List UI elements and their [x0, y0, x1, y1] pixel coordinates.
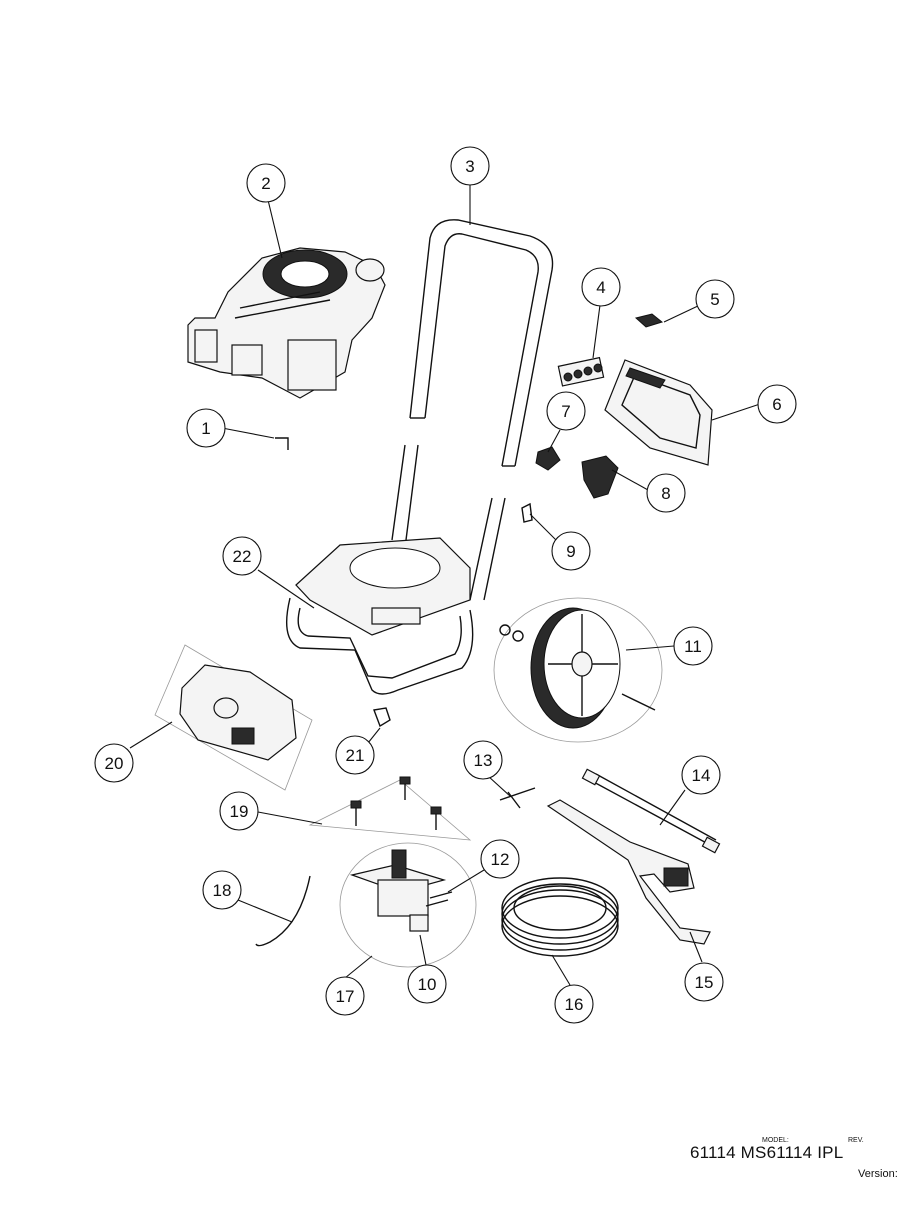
frame-illustration — [286, 444, 506, 695]
gun-holder-illustration — [581, 455, 619, 499]
wand-illustration — [581, 768, 721, 854]
callout-11: 11 — [673, 626, 713, 666]
leader-12 — [447, 869, 485, 893]
callout-number: 14 — [692, 766, 711, 785]
callout-8: 8 — [646, 473, 686, 513]
callout-number: 15 — [695, 973, 714, 992]
engine-illustration — [187, 247, 386, 399]
leader-1 — [221, 427, 275, 439]
callout-5: 5 — [695, 279, 735, 319]
document-id: 61114 MS61114 IPL — [690, 1143, 844, 1162]
leader-lines — [129, 185, 761, 986]
callout-number: 6 — [772, 395, 781, 414]
spray-gun-illustration — [546, 799, 711, 945]
nozzle-clip-illustration — [634, 313, 664, 328]
leader-5 — [663, 304, 701, 323]
callout-15: 15 — [684, 962, 724, 1002]
callout-18: 18 — [202, 870, 242, 910]
callout-6: 6 — [757, 384, 797, 424]
callout-number: 13 — [474, 751, 493, 770]
callout-14: 14 — [681, 755, 721, 795]
leader-20 — [129, 721, 173, 749]
callout-number: 22 — [233, 547, 252, 566]
leader-14 — [659, 789, 686, 826]
pump-bolts-illustration — [308, 776, 472, 841]
callout-4: 4 — [581, 267, 621, 307]
callout-20: 20 — [94, 743, 134, 783]
detergent-tube-illustration — [255, 875, 311, 947]
pump-illustration — [339, 842, 477, 968]
leader-8 — [611, 469, 649, 491]
callout-number: 11 — [684, 637, 702, 656]
handle-knob-illustration — [535, 446, 561, 471]
hose-hook-illustration — [521, 502, 533, 523]
callout-13: 13 — [463, 740, 503, 780]
leader-22 — [257, 569, 315, 609]
callout-1: 1 — [186, 408, 226, 448]
engine-cover-illustration — [154, 644, 313, 791]
leader-13 — [487, 775, 511, 797]
callout-number: 9 — [566, 542, 575, 561]
callout-number: 8 — [661, 484, 670, 503]
callout-7: 7 — [546, 391, 586, 431]
callout-number: 20 — [105, 754, 124, 773]
leader-18 — [237, 899, 293, 923]
rev-label: REV. — [848, 1137, 864, 1144]
leader-4 — [592, 304, 601, 359]
model-label: MODEL: — [762, 1137, 789, 1144]
nozzle-holder-illustration — [604, 359, 713, 466]
nozzle-cleaner-illustration — [499, 787, 536, 809]
callout-16: 16 — [554, 984, 594, 1024]
nozzle-set-illustration — [557, 356, 605, 387]
version-label: Version: — [858, 1168, 898, 1180]
callout-number: 3 — [465, 157, 474, 176]
leader-7 — [547, 429, 561, 453]
leader-2 — [267, 199, 283, 259]
leader-10 — [419, 934, 427, 966]
callout-3: 3 — [450, 146, 490, 186]
handle-illustration — [409, 219, 554, 467]
callout-number: 7 — [561, 402, 570, 421]
callout-10: 10 — [407, 964, 447, 1004]
leader-15 — [689, 931, 703, 963]
callout-2: 2 — [246, 163, 286, 203]
leader-16 — [551, 954, 571, 986]
callout-19: 19 — [219, 791, 259, 831]
callout-17: 17 — [325, 976, 365, 1016]
clip-illustration — [373, 707, 391, 728]
callout-number: 12 — [491, 850, 510, 869]
callout-number: 19 — [230, 802, 249, 821]
callouts: 1 2 3 4 5 6 7 8 — [94, 146, 797, 1024]
callout-number: 4 — [596, 278, 605, 297]
callout-number: 16 — [565, 995, 584, 1014]
callout-number: 17 — [336, 987, 355, 1006]
callout-number: 5 — [710, 290, 719, 309]
callout-12: 12 — [480, 839, 520, 879]
leader-17 — [344, 955, 373, 979]
wheel-kit-illustration — [493, 597, 663, 743]
hose-illustration — [501, 877, 619, 957]
callout-number: 1 — [201, 419, 210, 438]
leader-19 — [257, 811, 323, 825]
leader-11 — [625, 645, 675, 651]
callout-number: 10 — [418, 975, 437, 994]
leader-9 — [529, 513, 557, 541]
callout-number: 2 — [261, 174, 270, 193]
leader-6 — [711, 403, 761, 421]
callout-number: 21 — [346, 746, 365, 765]
callout-22: 22 — [222, 536, 262, 576]
leader-21 — [367, 727, 381, 744]
callout-number: 18 — [213, 881, 232, 900]
engine-key-illustration — [275, 437, 289, 450]
callout-21: 21 — [335, 735, 375, 775]
callout-9: 9 — [551, 531, 591, 571]
